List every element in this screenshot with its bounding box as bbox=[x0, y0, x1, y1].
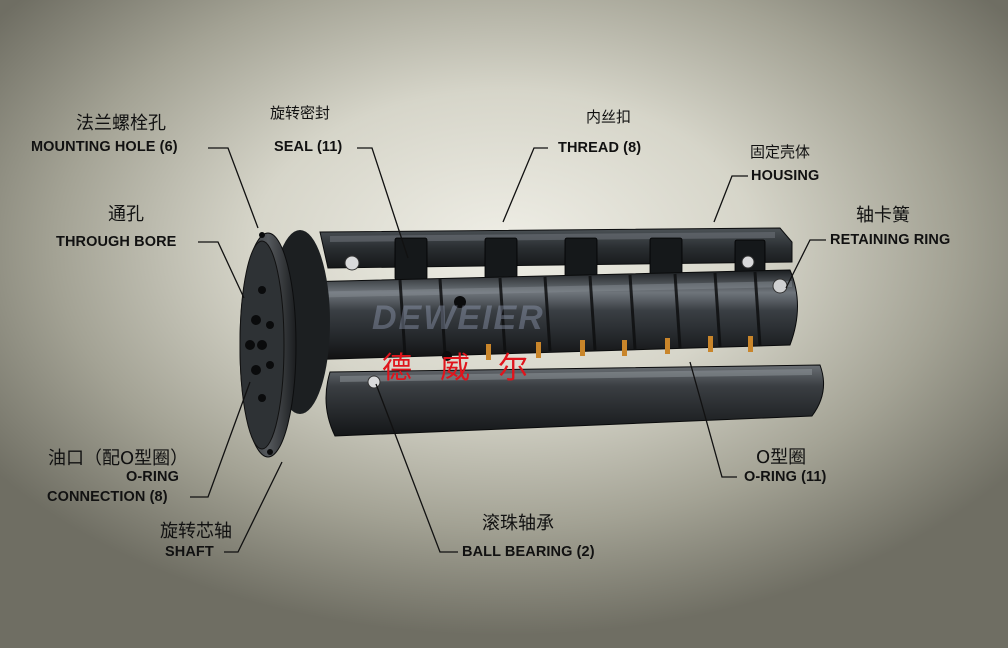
label-retaining-ring-cn: 轴卡簧 bbox=[856, 205, 910, 226]
flange bbox=[239, 230, 330, 458]
label-housing-en: HOUSING bbox=[751, 168, 820, 184]
label-oring-en: O-RING (11) bbox=[744, 469, 827, 485]
leader-lines bbox=[190, 147, 826, 553]
housing-top bbox=[319, 227, 793, 269]
label-retaining-ring-en: RETAINING RING bbox=[830, 232, 951, 248]
label-thread-cn: 内丝扣 bbox=[586, 108, 632, 126]
housing-bottom bbox=[325, 364, 825, 437]
watermark-brand-en: DEWEIER bbox=[372, 299, 545, 337]
label-mounting-hole-cn: 法兰螺栓孔 bbox=[76, 113, 166, 134]
label-housing-cn: 固定壳体 bbox=[750, 143, 811, 161]
label-through-bore-en: THROUGH BORE bbox=[56, 234, 177, 250]
label-ball-bearing-en: BALL BEARING (2) bbox=[462, 544, 595, 560]
label-thread-en: THREAD (8) bbox=[558, 140, 642, 156]
label-seal-cn: 旋转密封 bbox=[270, 104, 331, 122]
shaft-body bbox=[299, 269, 798, 361]
label-oring-cn: O型圈 bbox=[756, 447, 807, 468]
label-seal-en: SEAL (11) bbox=[274, 139, 343, 155]
label-oring-connection-cn: 油口（配O型圈） bbox=[48, 448, 189, 469]
watermark-brand-cn: 德威尔 bbox=[382, 351, 556, 386]
label-shaft-en: SHAFT bbox=[165, 544, 214, 560]
label-oring-connection-en1: O-RING bbox=[126, 469, 179, 485]
label-oring-connection-en2: CONNECTION (8) bbox=[47, 489, 168, 505]
label-mounting-hole-en: MOUNTING HOLE (6) bbox=[31, 139, 178, 155]
label-through-bore-cn: 通孔 bbox=[108, 204, 144, 225]
label-ball-bearing-cn: 滚珠轴承 bbox=[482, 513, 554, 534]
label-shaft-cn: 旋转芯轴 bbox=[160, 521, 232, 542]
